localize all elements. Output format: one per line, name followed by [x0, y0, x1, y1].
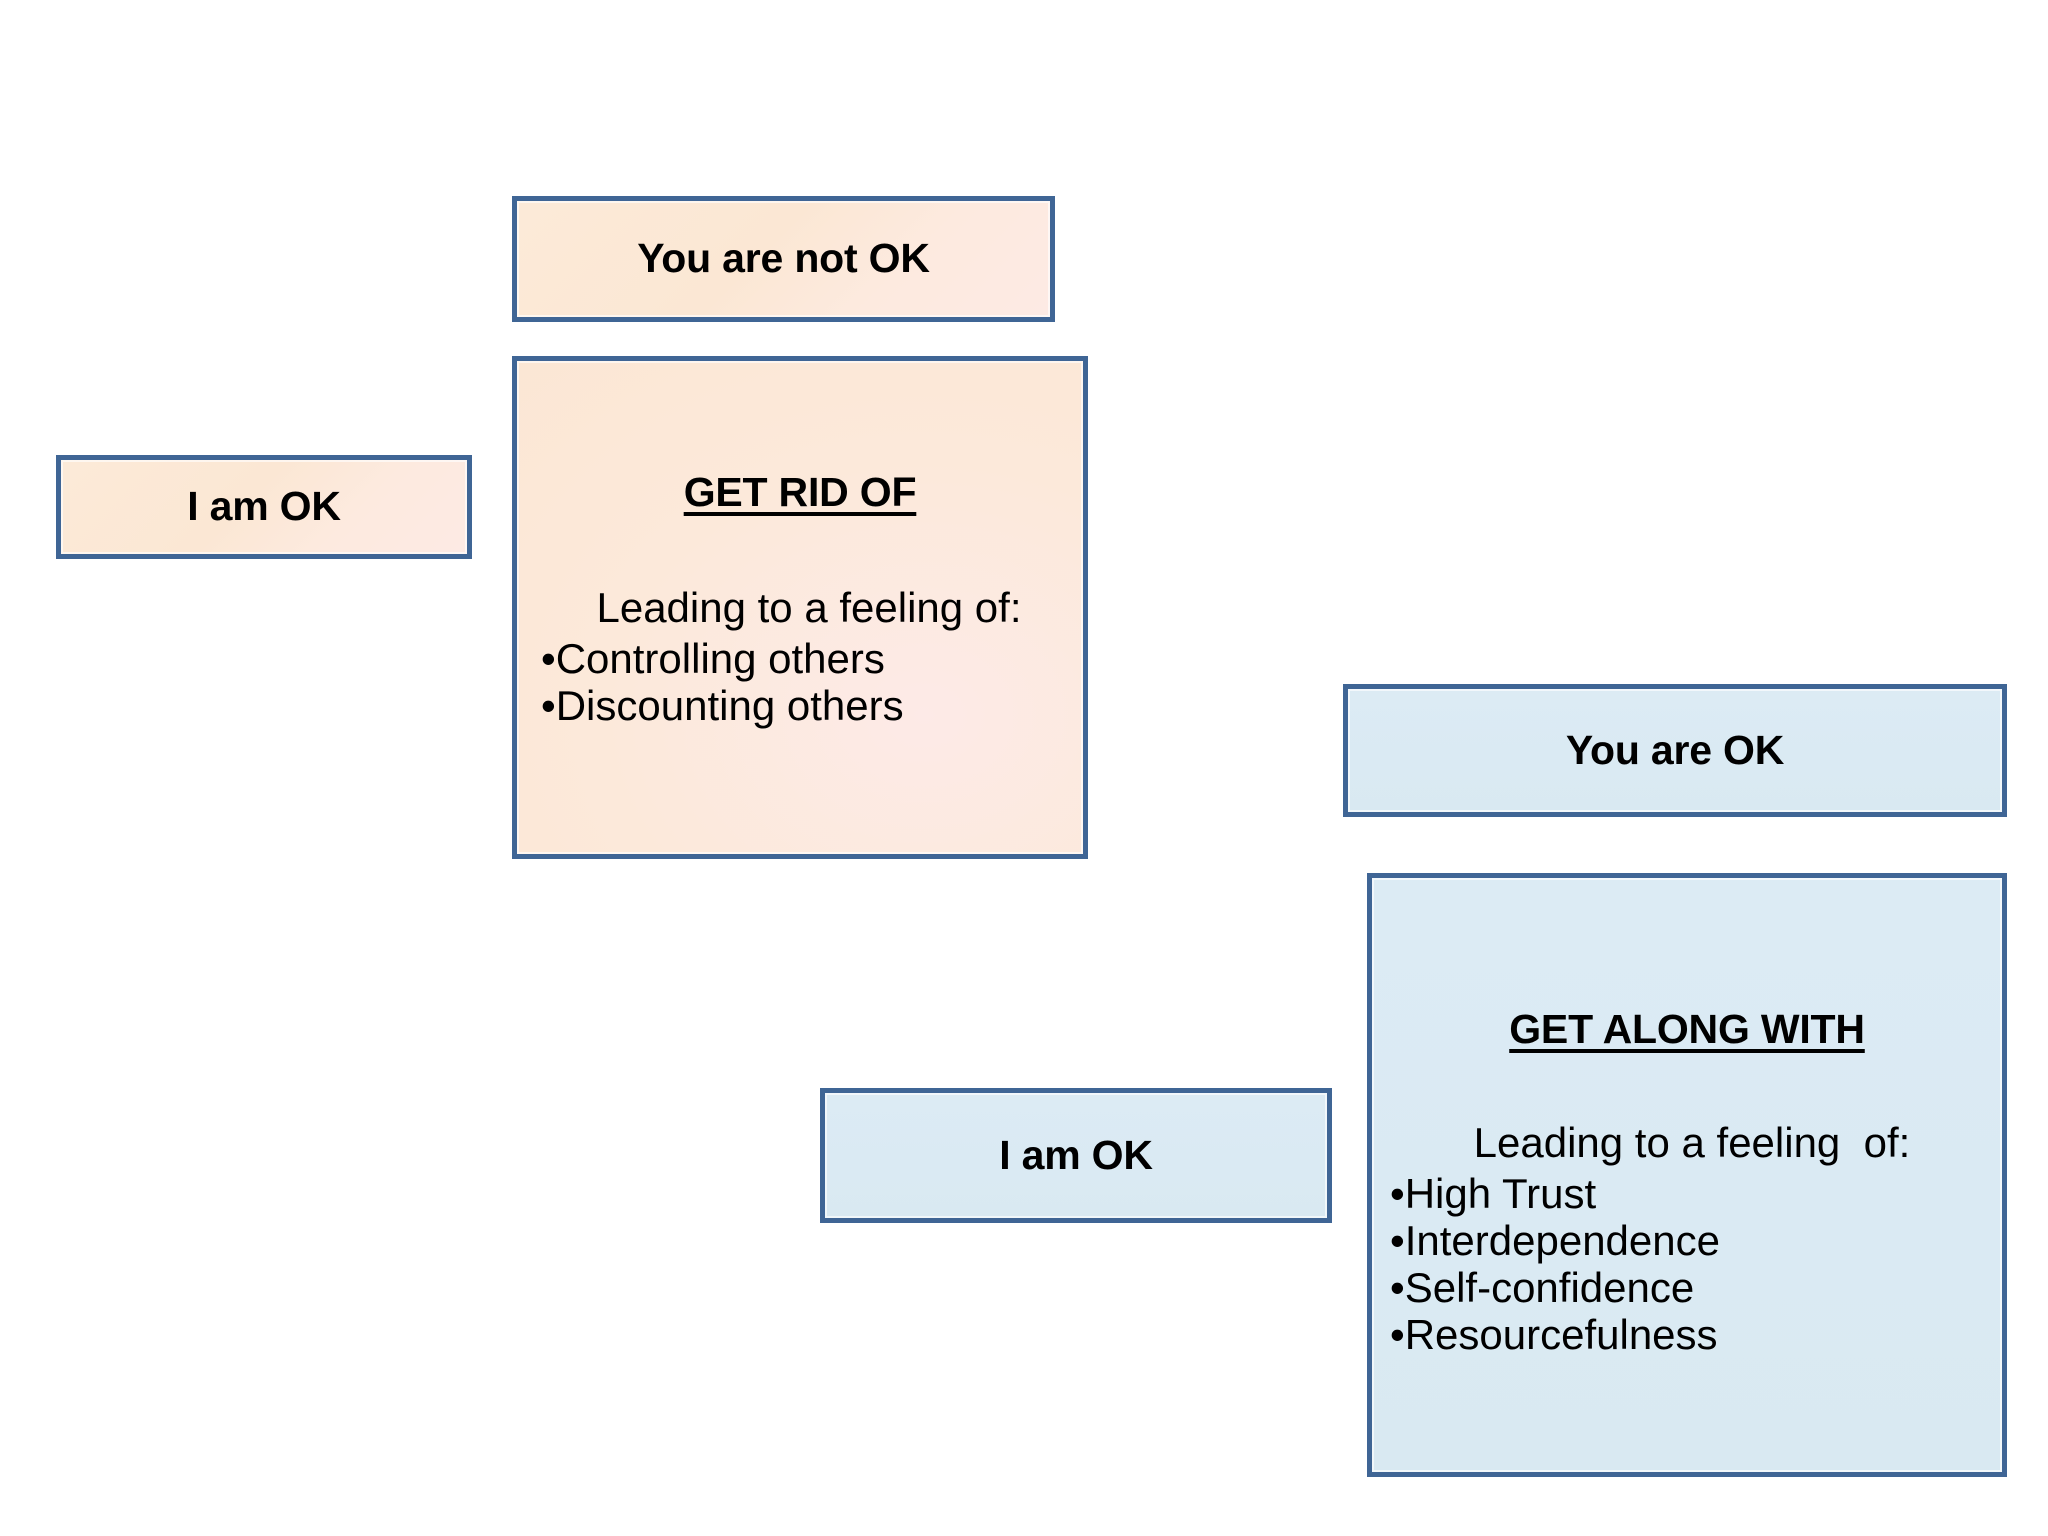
bullet-icon: • — [1390, 1170, 1405, 1218]
list-item-label: Controlling others — [555, 635, 885, 683]
node-get-along-with-title: GET ALONG WITH — [1509, 1006, 1865, 1052]
node-get-rid-of[interactable]: GET RID OF Leading to a feeling of: •Con… — [512, 356, 1088, 859]
bullet-icon: • — [1390, 1311, 1405, 1359]
bullet-icon: • — [1390, 1264, 1405, 1312]
list-item: •Interdependence — [1390, 1217, 2002, 1264]
node-you-are-not-ok-label: You are not OK — [637, 235, 930, 282]
node-get-along-with-lead: Leading to a feeling of: — [1473, 1119, 1911, 1166]
list-item-label: Self-confidence — [1404, 1264, 1695, 1312]
bullet-icon: • — [1390, 1217, 1405, 1265]
node-you-are-ok-label: You are OK — [1565, 726, 1785, 773]
bullet-icon: • — [541, 682, 556, 730]
node-get-rid-of-lead: Leading to a feeling of: — [596, 584, 1022, 631]
list-item: •Resourcefulness — [1390, 1311, 2002, 1358]
node-get-rid-of-list: •Controlling others •Discounting others — [517, 635, 1083, 729]
bullet-icon: • — [541, 635, 556, 683]
node-i-am-ok-left-label: I am OK — [187, 483, 341, 530]
node-i-am-ok-bottom[interactable]: I am OK — [820, 1088, 1332, 1223]
node-i-am-ok-bottom-label: I am OK — [999, 1131, 1153, 1178]
node-get-along-with-list: •High Trust •Interdependence •Self-confi… — [1372, 1170, 2002, 1358]
list-item: •Controlling others — [541, 635, 1083, 682]
list-item-label: Resourcefulness — [1404, 1311, 1718, 1359]
node-you-are-not-ok[interactable]: You are not OK — [512, 196, 1055, 322]
node-get-rid-of-title: GET RID OF — [683, 469, 917, 515]
list-item: •Self-confidence — [1390, 1264, 2002, 1311]
list-item: •Discounting others — [541, 682, 1083, 729]
list-item-label: High Trust — [1404, 1170, 1597, 1218]
node-get-along-with[interactable]: GET ALONG WITH Leading to a feeling of: … — [1367, 873, 2007, 1477]
list-item-label: Interdependence — [1404, 1217, 1720, 1265]
list-item: •High Trust — [1390, 1170, 2002, 1217]
node-you-are-ok[interactable]: You are OK — [1343, 684, 2007, 817]
node-i-am-ok-left[interactable]: I am OK — [56, 455, 472, 559]
list-item-label: Discounting others — [555, 682, 904, 730]
